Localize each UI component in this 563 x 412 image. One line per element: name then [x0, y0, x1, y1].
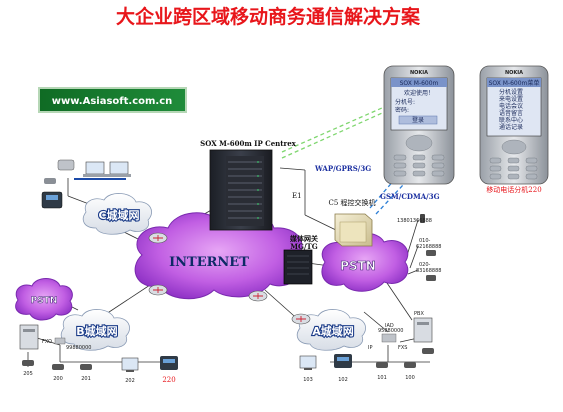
phone-icon: [426, 250, 436, 256]
desktop-computer-icon: [299, 355, 317, 370]
mobile-number: 13801366888: [397, 218, 432, 224]
ip-phone-icon: [334, 354, 352, 368]
ip-phone-icon: [41, 191, 63, 209]
phone-icon: [22, 360, 34, 366]
extension-label: 201: [81, 376, 91, 382]
phone-icon: [44, 178, 56, 184]
iad-label: IAD: [385, 323, 394, 329]
laptop-icon: [107, 161, 131, 177]
domain-a: A城域网: [296, 309, 366, 351]
phone-right-menu-item[interactable]: 分机设置: [499, 88, 523, 96]
phone-right-menu-item[interactable]: 联系中心: [499, 116, 523, 124]
ip-centrex-server: [209, 149, 273, 231]
desktop-computer-icon: [121, 357, 139, 372]
internet-label: INTERNET: [169, 255, 249, 270]
extension-label: 205: [23, 371, 33, 377]
pstn-main-label: PSTN: [340, 259, 376, 273]
extension-label: 200: [53, 376, 63, 382]
domain-b: B城域网: [60, 309, 130, 351]
b-area-number: 99880000: [66, 345, 91, 351]
pbx-icon: [413, 317, 433, 343]
phone-left-brand: NOKIA: [410, 70, 428, 76]
lan-bar-c: [74, 178, 126, 180]
fxo-label: FXO: [42, 339, 52, 345]
server-label: SOX M-600m IP Centrex: [200, 139, 296, 148]
mobile-phone-menu: [479, 65, 549, 185]
extension-label: 102: [338, 377, 348, 383]
mobile-phone-login: [383, 65, 455, 185]
website-url: www.Asiasoft.com.cn: [52, 96, 173, 107]
phone-left-pwd: 密码:: [395, 106, 409, 114]
domain-a-label: A城域网: [312, 324, 354, 338]
e1-label: E1: [292, 192, 302, 200]
domain-c-label: C城域网: [98, 208, 139, 222]
router-icon: [148, 284, 168, 296]
phone-left-header: SOX M-600m: [400, 80, 439, 87]
a-area-number: 95880000: [378, 328, 403, 334]
media-gateway: [283, 249, 313, 285]
pstn-cloud-main: PSTN: [321, 232, 409, 292]
phone-left-welcome: 欢迎使用！: [404, 89, 434, 97]
pbx-icon: [19, 324, 39, 350]
desktop-phone-icon: [57, 159, 75, 171]
phone-left-login-button[interactable]: 登录: [412, 116, 424, 124]
phone-icon: [426, 275, 436, 281]
pstn-cloud-left: PSTN: [15, 278, 73, 321]
phone-right-brand: NOKIA: [505, 70, 523, 76]
gsm-label: GSM/CDMA/3G: [380, 192, 440, 201]
website-banner[interactable]: www.Asiasoft.com.cn: [38, 87, 187, 113]
extension-label: 101: [377, 375, 387, 381]
media-gateway-label-1: 媒体网关: [289, 234, 318, 243]
wap-label: WAP/GPRS/3G: [314, 164, 371, 173]
phone-icon: [80, 364, 92, 370]
pstn-number-b: 020-: [419, 262, 431, 268]
router-icon: [291, 313, 311, 325]
phone-right-header: SOX M-600m菜单: [489, 79, 540, 87]
pstn-left-label: PSTN: [31, 296, 58, 306]
router-icon: [248, 290, 268, 302]
extension-label: 103: [303, 377, 313, 383]
ip-phone-icon: [160, 356, 178, 370]
pstn-number-a2: 62168888: [416, 244, 441, 250]
iad-icon: [54, 337, 66, 345]
extension-label: 100: [405, 375, 415, 381]
phone-icon: [376, 362, 388, 368]
phone-icon: [52, 364, 64, 370]
pbx-label: PBX: [414, 311, 424, 317]
page-title: 大企业跨区域移动商务通信解决方案: [116, 5, 421, 28]
c5-exchange: [334, 213, 373, 247]
mobile-icon: [420, 214, 425, 223]
laptop-icon: [83, 161, 107, 177]
phone-right-menu-item[interactable]: 电话会议: [499, 102, 523, 110]
extension-label: 202: [125, 378, 135, 384]
extension-label-highlight: 220: [162, 376, 175, 384]
phone-icon: [404, 362, 416, 368]
phone-left-ext: 分机号:: [395, 98, 415, 106]
pstn-number-a: 010-: [419, 238, 431, 244]
c5-label: C5 程控交换机: [328, 198, 375, 207]
ip-label: IP: [368, 345, 373, 351]
fxs-label: FXS: [398, 345, 407, 351]
phone-right-menu-item[interactable]: 来电设置: [499, 95, 523, 103]
domain-c: C城域网: [82, 193, 152, 235]
router-icon: [148, 232, 168, 244]
domain-b-label: B城域网: [76, 324, 117, 338]
iad-icon: [381, 333, 397, 343]
phone-right-menu-item[interactable]: 语音留言: [499, 109, 523, 117]
phone-right-menu-item[interactable]: 通话记录: [499, 123, 523, 131]
phone-icon: [422, 348, 434, 354]
media-gateway-label-2: MG/TG: [290, 242, 317, 251]
mobile-caption: 移动电话分机220: [486, 185, 541, 194]
pstn-number-b2: 83168888: [416, 268, 441, 274]
